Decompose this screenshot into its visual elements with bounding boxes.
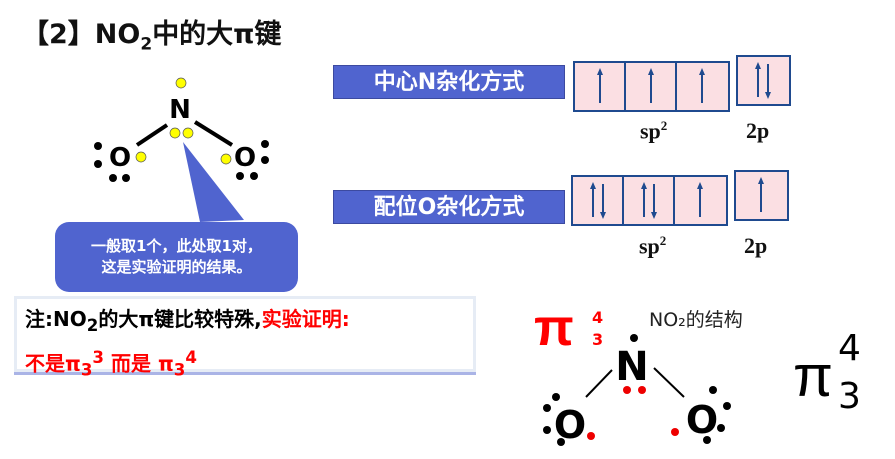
title-text-suffix: 中的大π键: [152, 19, 282, 50]
spin-pair-arrows-icon: [641, 182, 657, 219]
orbital-cell: [624, 177, 675, 224]
structure-caption: NO₂的结构: [649, 309, 743, 331]
red-electrons: [587, 386, 679, 440]
orbital-cell: [675, 177, 726, 224]
note-line2a-sup: 3: [92, 348, 105, 367]
yellow-electrons: [135, 77, 232, 165]
atom-n: N: [615, 344, 648, 390]
orbital-cell: [575, 63, 626, 110]
note-red-text: 实验证明:: [261, 307, 350, 331]
spin-up-arrow-icon: [648, 68, 654, 103]
note-line2b-sub: 3: [173, 360, 186, 380]
spin-pair-arrows-icon: [755, 62, 771, 99]
bond-right: [193, 120, 234, 147]
black-electrons: [543, 334, 731, 446]
note-line2b-sup: 4: [185, 348, 197, 367]
orbital-cell: [677, 63, 728, 110]
spin-up-arrow-icon: [699, 68, 705, 103]
bond-left: [135, 123, 169, 147]
big-pi-sub: 3: [838, 376, 861, 417]
o-sp2-label: sp2: [639, 233, 666, 259]
callout-line-1: 一般取1个，此处取1对，: [91, 237, 262, 255]
no2-structure-image: π 4 3 NO₂的结构 N O O π 4 3: [534, 299, 861, 447]
spin-up-arrow-icon: [697, 182, 703, 217]
title-text: 【2】NO: [22, 19, 141, 50]
spin-pair-arrows-icon: [590, 182, 606, 219]
callout-line-2: 这是实验证明的结果。: [101, 258, 252, 276]
red-pi-symbol: π: [534, 299, 574, 357]
sp2-sup: 2: [659, 233, 667, 248]
o-sp2-orbitals: [571, 175, 728, 226]
atom-o-right: O: [686, 398, 718, 442]
orbital-cell: [736, 172, 787, 219]
o-2p-orbital: [734, 170, 789, 221]
spin-up-arrow-icon: [597, 68, 603, 103]
n-hybridization-label: 中心N杂化方式: [333, 65, 565, 99]
sp2-text: sp: [639, 233, 660, 259]
o-hybridization-label: 配位O杂化方式: [333, 190, 565, 224]
note-sub: 2: [86, 316, 99, 335]
atom-n: N: [169, 95, 191, 125]
bond-left: [585, 369, 613, 398]
atom-o-right: O: [234, 143, 256, 173]
note-text-2: 的大π键比较特殊,: [98, 307, 262, 331]
title-sub: 2: [140, 34, 153, 55]
callout-bubble: 一般取1个，此处取1对， 这是实验证明的结果。: [55, 222, 298, 292]
note-line2a-sub: 3: [80, 360, 93, 380]
note-line2a: 不是π: [25, 351, 81, 376]
n-2p-label: 2p: [746, 118, 770, 143]
sp2-sup: 2: [660, 118, 668, 133]
no2-lewis-diagram: N O O: [94, 77, 269, 222]
red-pi-sup: 4: [592, 308, 603, 327]
n-2p-orbital: [736, 55, 791, 106]
atom-o-left: O: [109, 143, 131, 173]
note-line2b: 而是 π: [104, 351, 174, 376]
big-pi-symbol: π: [793, 344, 833, 409]
bubble-pointer: [183, 142, 244, 222]
note-box: 注:NO2的大π键比较特殊,实验证明: 不是π33 而是 π34: [14, 296, 476, 380]
n-sp2-orbitals: [573, 61, 730, 112]
o-2p-label: 2p: [744, 233, 768, 258]
note-text: 注:NO: [25, 307, 87, 331]
n-sp2-label: sp2: [640, 118, 667, 144]
orbital-cell: [626, 63, 677, 110]
spin-up-arrow-icon: [758, 177, 764, 212]
black-electrons: [94, 140, 269, 182]
red-pi-sub: 3: [592, 330, 603, 349]
big-pi-sup: 4: [838, 328, 861, 369]
bond-right: [653, 367, 685, 398]
orbital-cell: [573, 177, 624, 224]
sp2-text: sp: [640, 118, 661, 144]
page-title: 【2】NO2中的大π键: [22, 12, 282, 54]
orbital-cell: [738, 57, 789, 104]
